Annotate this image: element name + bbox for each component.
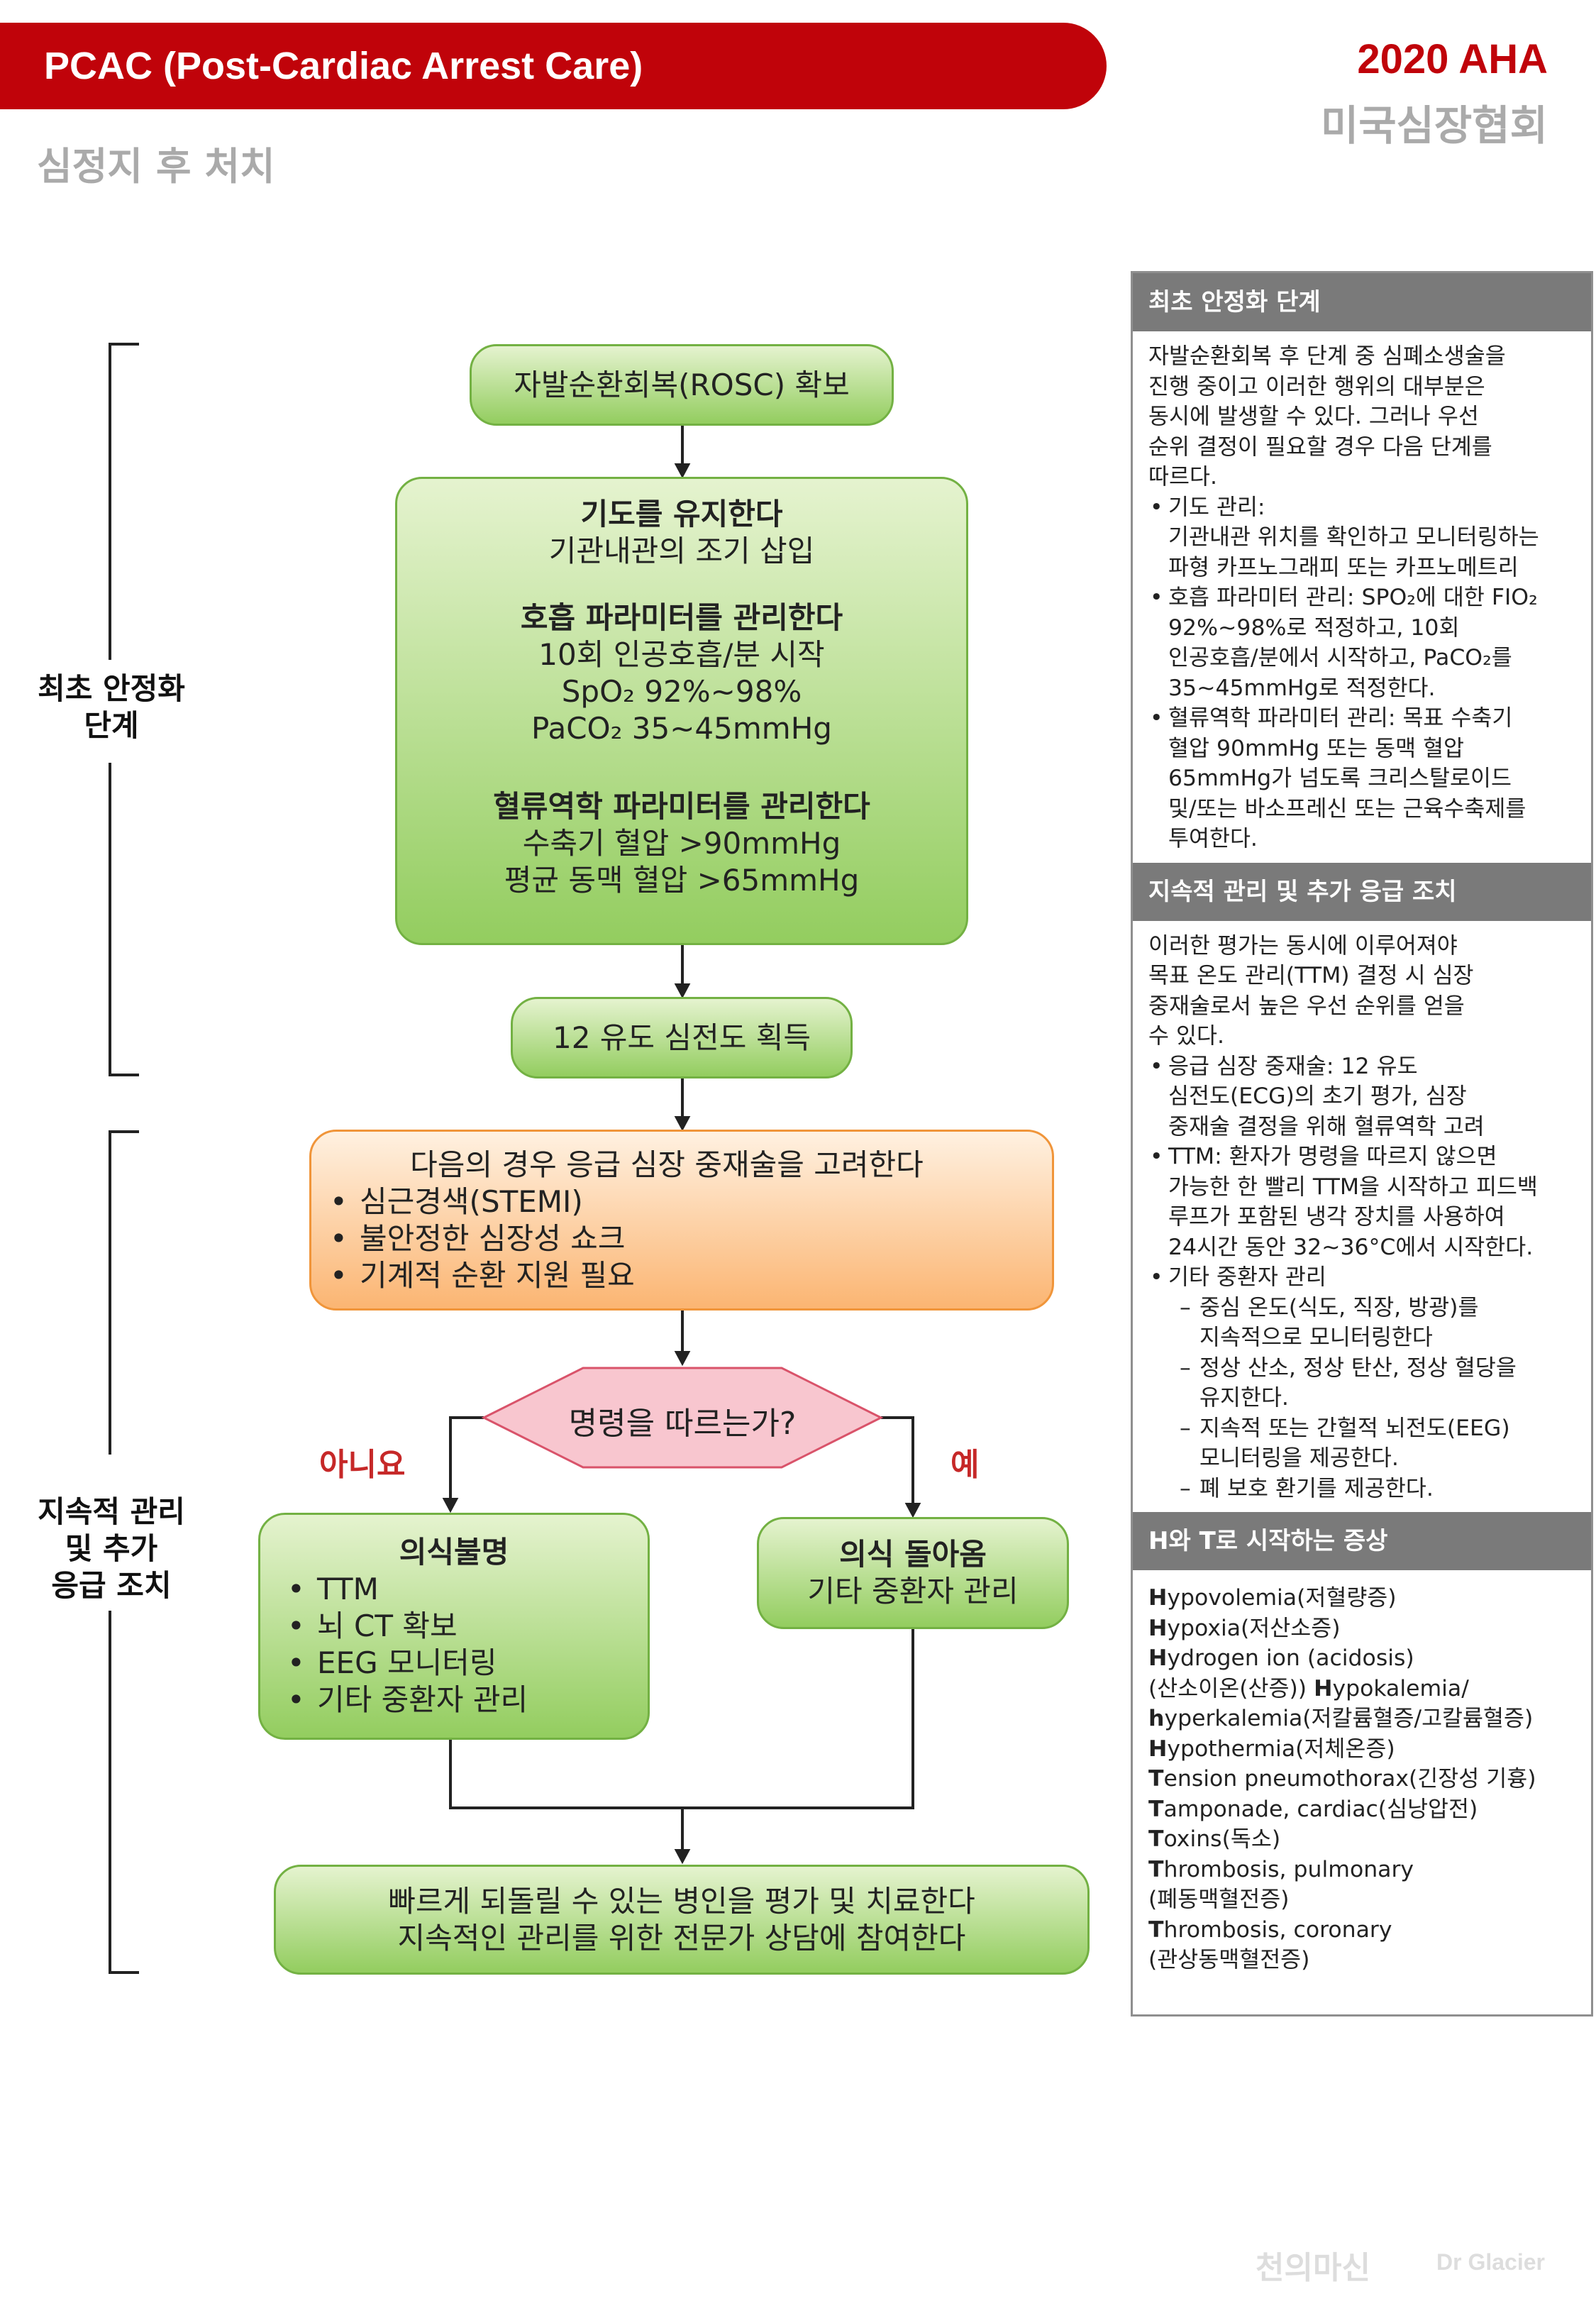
hts-item: (폐동맥혈전증)	[1148, 1887, 1290, 1912]
sidebar-section-ongoing: 이러한 평가는 동시에 이루어져야 목표 온도 관리(TTM) 결정 시 심장 …	[1133, 921, 1591, 1513]
list-item: 불안정한 심장성 쇼크	[324, 1220, 635, 1257]
page-subtitle: 심정지 후 처치	[37, 144, 275, 189]
sidebar-section-title: 최초 안정화 단계	[1133, 273, 1591, 331]
sidebar-section-title: H와 T로 시작하는 증상	[1133, 1512, 1591, 1570]
cardiac-intervention-box: 다음의 경우 응급 심장 중재술을 고려한다 심근경색(STEMI) 불안정한 …	[309, 1130, 1054, 1311]
list-item: EEG 모니터링	[282, 1645, 528, 1682]
decision-text: 명령을 따르는가?	[568, 1406, 797, 1442]
airway-title: 기도를 유지한다	[580, 497, 783, 531]
list-item: 기계적 순환 지원 필요	[324, 1257, 635, 1294]
awake-title: 의식 돌아옴	[839, 1537, 987, 1572]
hts-item: Hydrogen ion (acidosis)	[1148, 1645, 1414, 1671]
hts-item: Toxins(독소)	[1148, 1826, 1281, 1852]
cardiac-title: 다음의 경우 응급 심장 중재술을 고려한다	[410, 1147, 924, 1182]
airway-text: 기관내관의 조기 삽입	[548, 534, 815, 568]
hts-item: Hypothermia(저체온증)	[1148, 1736, 1395, 1762]
rosc-box: 자발순환회복(ROSC) 확보	[470, 344, 894, 426]
sidebar-section-title: 지속적 관리 및 추가 응급 조치	[1133, 862, 1591, 921]
hts-item: hyperkalemia(저칼륨혈증/고칼륨혈증)	[1148, 1706, 1534, 1731]
hts-item: Hypovolemia(저혈량증)	[1148, 1585, 1397, 1611]
final-box: 빠르게 되돌릴 수 있는 병인을 평가 및 치료한다 지속적인 관리를 위한 전…	[274, 1865, 1090, 1975]
branch-no-label: 아니요	[319, 1447, 406, 1483]
list-item: 기타 중환자 관리	[282, 1682, 528, 1719]
cardiac-list: 심근경색(STEMI) 불안정한 심장성 쇼크 기계적 순환 지원 필요	[324, 1184, 635, 1294]
sidebar-section-hts: Hypovolemia(저혈량증) Hypoxia(저산소증) Hydrogen…	[1133, 1570, 1591, 1984]
page-title: PCAC (Post-Cardiac Arrest Care)	[44, 45, 643, 87]
bracket-initial-top	[109, 343, 139, 660]
comatose-list: TTM 뇌 CT 확보 EEG 모니터링 기타 중환자 관리	[282, 1571, 528, 1719]
bracket-initial-bottom	[109, 763, 139, 1076]
branch-yes-label: 예	[951, 1447, 980, 1483]
comatose-title: 의식불명	[399, 1535, 509, 1569]
phase-ongoing-label: 지속적 관리 및 추가 응급 조치	[38, 1494, 185, 1603]
hts-item: Thrombosis, pulmonary	[1148, 1856, 1414, 1882]
sidebar-section-initial: 자발순환회복 후 단계 중 심폐소생술을 진행 중이고 이러한 행위의 대부분은…	[1133, 331, 1591, 863]
hts-item: (산소이온(산증)) Hypokalemia/	[1148, 1675, 1469, 1701]
awake-box: 의식 돌아옴 기타 중환자 관리	[757, 1517, 1069, 1629]
org-name: 미국심장협회	[1320, 101, 1548, 150]
decision-diamond	[481, 1367, 884, 1469]
resp-title: 호흡 파라미터를 관리한다	[520, 600, 843, 635]
hts-item: Tension pneumothorax(긴장성 기흉)	[1148, 1766, 1536, 1792]
hts-item: Tamponade, cardiac(심낭압전)	[1148, 1796, 1478, 1822]
awake-text: 기타 중환자 관리	[807, 1574, 1019, 1609]
title-banner: PCAC (Post-Cardiac Arrest Care)	[0, 23, 1107, 109]
org-year: 2020 AHA	[1357, 36, 1548, 82]
list-item: 뇌 CT 확보	[282, 1608, 528, 1645]
phase-initial-label: 최초 안정화 단계	[38, 671, 185, 743]
bracket-ongoing-top	[109, 1130, 139, 1455]
hts-item: Thrombosis, coronary	[1148, 1916, 1392, 1943]
watermark-handle: 천의마신	[1256, 2250, 1370, 2286]
flow-connectors	[109, 343, 921, 1974]
list-item: TTM	[282, 1571, 528, 1608]
watermark-name: Dr Glacier	[1436, 2249, 1545, 2275]
ecg-box: 12 유도 심전도 획득	[511, 997, 853, 1078]
comatose-box: 의식불명 TTM 뇌 CT 확보 EEG 모니터링 기타 중환자 관리	[258, 1513, 650, 1740]
hemo-title: 혈류역학 파라미터를 관리한다	[493, 789, 870, 824]
sidebar: 최초 안정화 단계 자발순환회복 후 단계 중 심폐소생술을 진행 중이고 이러…	[1131, 271, 1593, 2017]
bracket-ongoing-bottom	[109, 1611, 139, 1974]
list-item: 심근경색(STEMI)	[324, 1184, 635, 1220]
initial-stabilization-box: 기도를 유지한다 기관내관의 조기 삽입 호흡 파라미터를 관리한다 10회 인…	[395, 477, 968, 945]
hts-item: Hypoxia(저산소증)	[1148, 1615, 1341, 1641]
hts-item: (관상동맥혈전증)	[1148, 1947, 1310, 1973]
